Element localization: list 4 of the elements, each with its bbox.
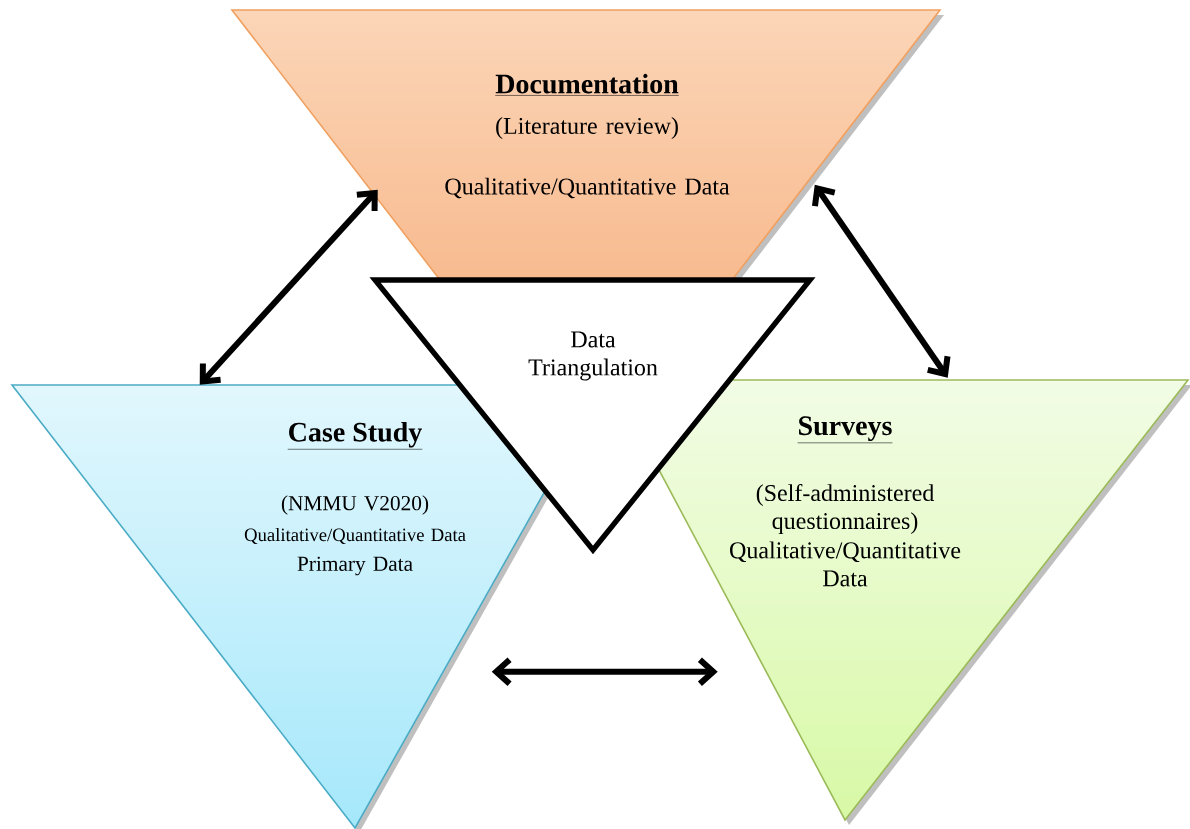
arrow	[812, 184, 951, 378]
arrow	[199, 189, 378, 385]
arrow	[491, 657, 718, 686]
triangle-box: Surveys (Self-administered questionnaires) Qualitative/Quantitative Data	[657, 379, 1190, 825]
